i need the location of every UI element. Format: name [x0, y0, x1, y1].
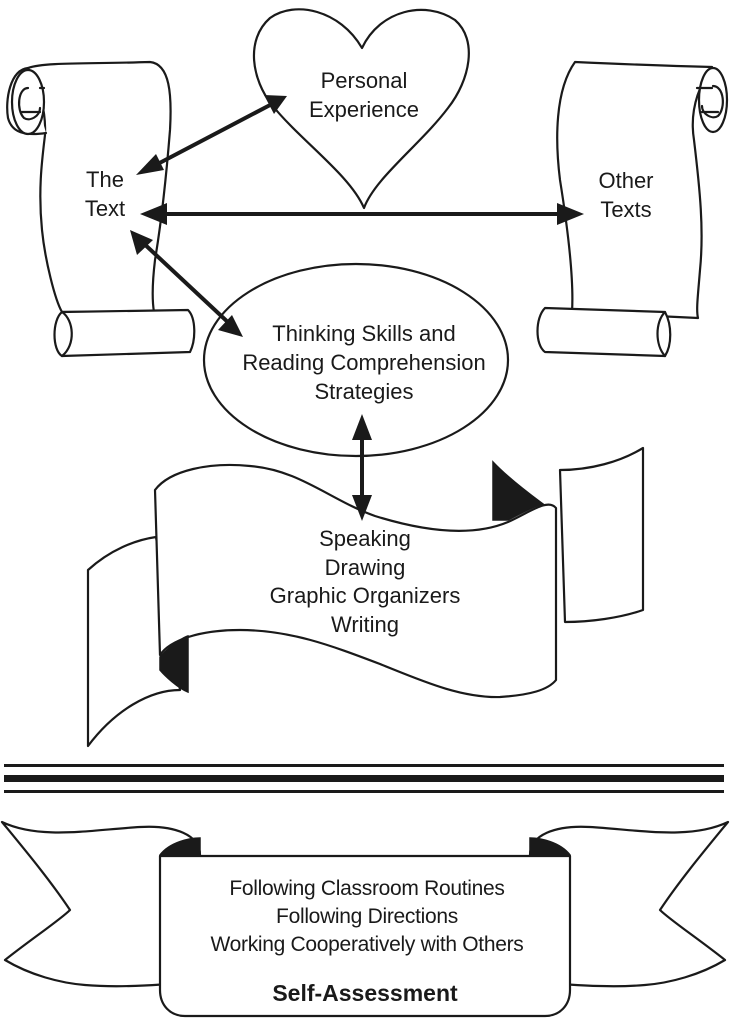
- arrow-text-personal-experience: [136, 95, 287, 175]
- other-texts-scroll: [536, 60, 729, 358]
- arrow-thinking-expression: [352, 414, 372, 521]
- expression-label-line3: Graphic Organizers: [270, 583, 461, 608]
- expression-label-line4: Writing: [331, 612, 399, 637]
- thinking-skills-label-line1: Thinking Skills and: [272, 321, 455, 346]
- triple-line-separator: [4, 764, 724, 793]
- the-text-scroll: [6, 60, 196, 358]
- arrow-text-other-texts: [140, 203, 584, 225]
- expression-banner: [86, 446, 645, 748]
- self-assessment-title: Self-Assessment: [272, 980, 458, 1006]
- thinking-skills-label-line3: Strategies: [314, 379, 413, 404]
- self-assessment-line2: Following Directions: [276, 905, 458, 928]
- personal-experience-label-line2: Experience: [309, 97, 419, 122]
- self-assessment-line3: Working Cooperatively with Others: [210, 933, 523, 956]
- self-assessment-ribbon: [0, 820, 730, 1018]
- personal-experience-label-line1: Personal: [321, 68, 408, 93]
- other-texts-label-line1: Other: [598, 168, 653, 193]
- the-text-label-line2: Text: [85, 196, 125, 221]
- thinking-skills-label-line2: Reading Comprehension: [242, 350, 485, 375]
- thinking-skills-ellipse: [202, 262, 510, 458]
- expression-label-line2: Drawing: [325, 555, 406, 580]
- self-assessment-line1: Following Classroom Routines: [229, 877, 504, 900]
- the-text-label-line1: The: [86, 167, 124, 192]
- other-texts-label-line2: Texts: [600, 197, 651, 222]
- expression-label-line1: Speaking: [319, 526, 411, 551]
- arrow-text-thinking-skills: [130, 230, 243, 337]
